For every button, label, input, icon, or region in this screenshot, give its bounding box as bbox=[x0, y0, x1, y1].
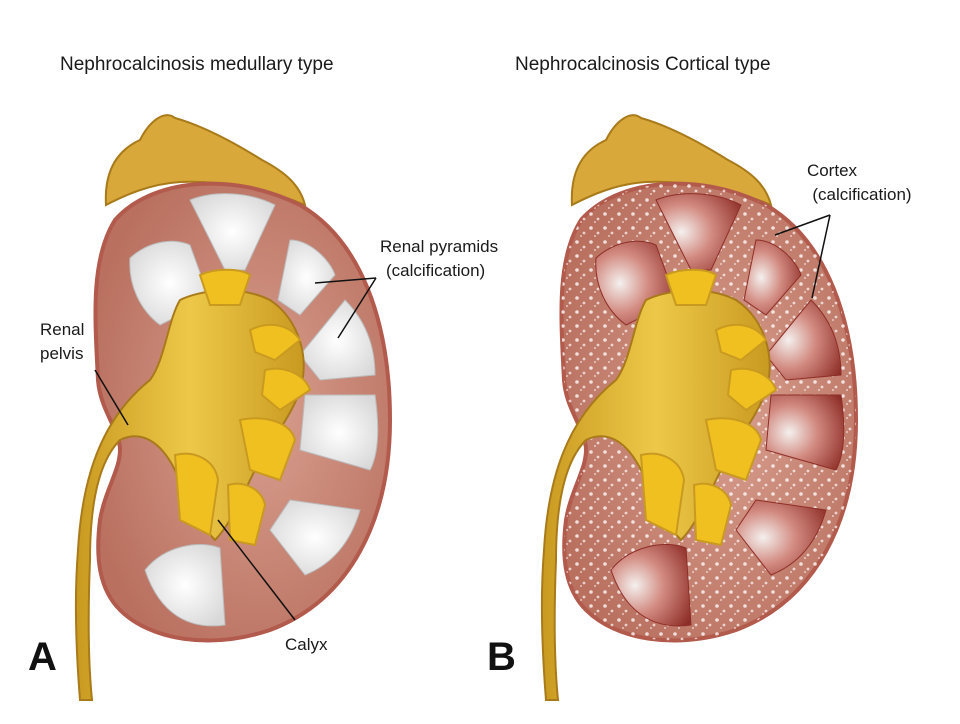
calyx-b6 bbox=[692, 482, 733, 547]
pyramid-b1 bbox=[655, 193, 742, 271]
pyramid-b6 bbox=[735, 499, 827, 576]
adrenal-gland-a bbox=[104, 114, 307, 207]
leader-lines-a bbox=[94, 277, 377, 621]
calyx-b5 bbox=[639, 452, 686, 537]
calyx-a4 bbox=[238, 417, 297, 482]
calyx-a3 bbox=[260, 367, 312, 412]
label-renal: Renal bbox=[40, 320, 84, 339]
pyramid-a7 bbox=[144, 543, 226, 627]
calyx-b3 bbox=[726, 367, 778, 412]
calyces-b bbox=[639, 268, 778, 547]
panel-a-title: Nephrocalcinosis medullary type bbox=[60, 54, 334, 75]
calyces-a bbox=[173, 268, 312, 547]
panel-b-title: Nephrocalcinosis Cortical type bbox=[515, 54, 771, 75]
panel-letter-b: B bbox=[487, 635, 516, 679]
pyramid-b3 bbox=[743, 239, 802, 316]
pyramid-a5 bbox=[299, 394, 379, 471]
leader-pyramids-2 bbox=[337, 277, 377, 339]
leader-pelvis bbox=[94, 369, 129, 426]
calyx-a5 bbox=[173, 452, 220, 537]
leader-cortex-2 bbox=[811, 214, 831, 299]
panel-letter-a: A bbox=[28, 635, 57, 679]
leader-calyx bbox=[217, 519, 296, 621]
pyramid-a4 bbox=[299, 299, 376, 381]
label-cortex: Cortex bbox=[807, 161, 858, 180]
calyx-a6 bbox=[226, 482, 267, 547]
calyx-b4 bbox=[704, 417, 763, 482]
pyramid-a1 bbox=[189, 193, 276, 271]
leader-cortex-1 bbox=[774, 214, 831, 236]
calcified-pyramids-a bbox=[129, 193, 379, 627]
pyramid-a6 bbox=[269, 499, 361, 576]
pyramid-b4 bbox=[765, 299, 842, 381]
calyx-a2 bbox=[248, 323, 302, 362]
label-pelvis: pelvis bbox=[40, 344, 83, 363]
leader-pyramids-1 bbox=[314, 277, 377, 284]
pyramids-b bbox=[595, 193, 845, 627]
label-renal-pyramids: Renal pyramids bbox=[380, 237, 498, 256]
pyramid-b5 bbox=[765, 394, 845, 471]
panel-b: Nephrocalcinosis Cortical type bbox=[487, 54, 912, 701]
adrenal-gland-b bbox=[570, 114, 773, 207]
label-calyx: Calyx bbox=[285, 635, 328, 654]
calyx-b2 bbox=[714, 323, 768, 362]
pyramid-b7 bbox=[610, 543, 692, 627]
pyramid-a3 bbox=[277, 239, 336, 316]
panel-a: Nephrocalcinosis medullary type bbox=[28, 54, 498, 701]
calyx-a1 bbox=[198, 268, 252, 306]
leader-lines-b bbox=[774, 214, 831, 299]
calyx-b1 bbox=[664, 268, 718, 306]
label-calcification-a: (calcification) bbox=[386, 261, 485, 280]
label-calcification-b: (calcification) bbox=[812, 185, 911, 204]
